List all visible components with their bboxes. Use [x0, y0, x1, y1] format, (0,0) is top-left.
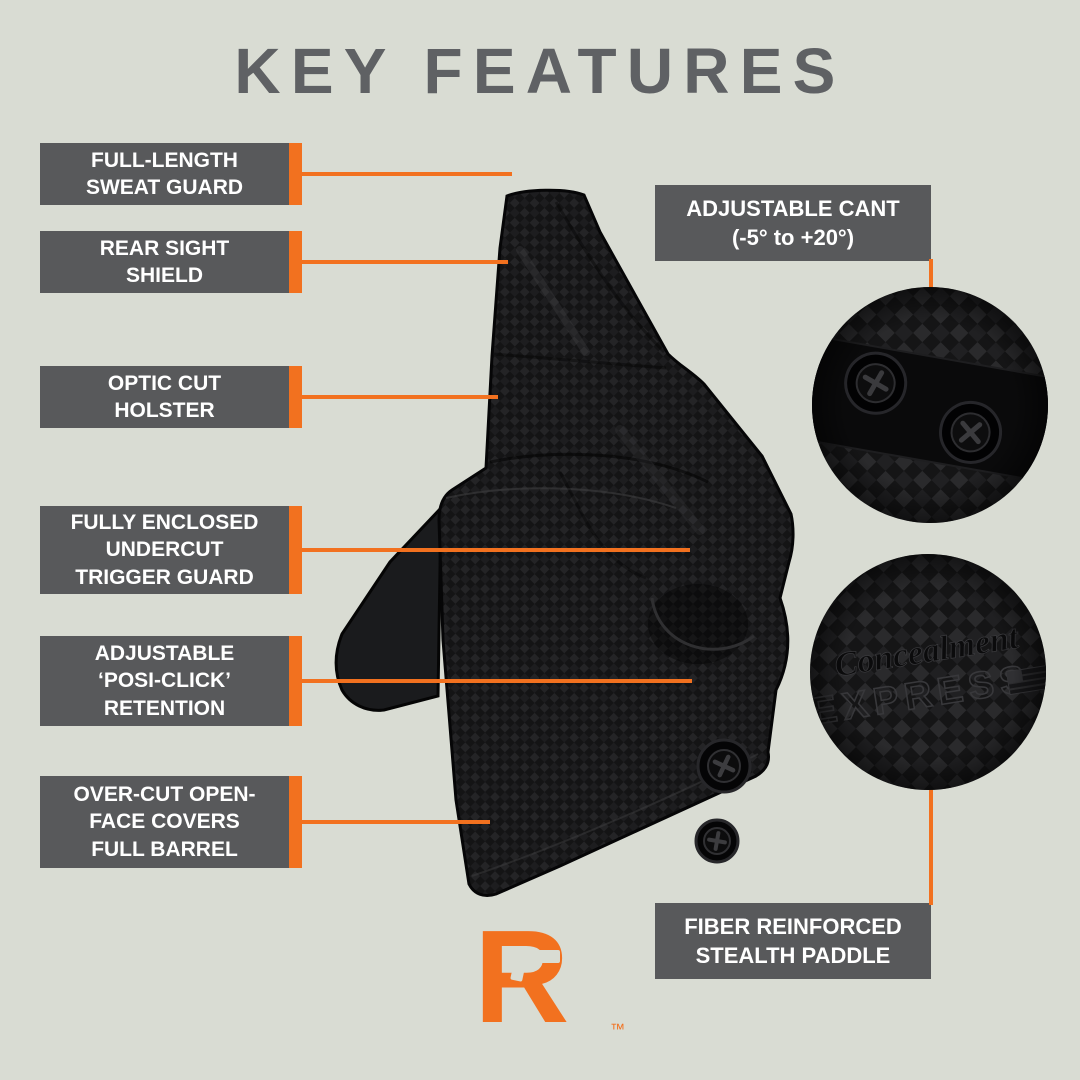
callout-line: ADJUSTABLE — [94, 642, 235, 666]
connector-over-cut — [302, 820, 490, 824]
callout-line: STEALTH PADDLE — [695, 943, 891, 968]
connector-rear-sight — [302, 260, 508, 264]
callout-rear-sight-shield: REAR SIGHT SHIELD — [40, 231, 302, 293]
brand-logo-pistol-cutout — [508, 950, 560, 963]
callout-optic-cut-holster: OPTIC CUT HOLSTER — [40, 366, 302, 428]
sweatguard-edge-line — [554, 201, 666, 354]
callout-line: OVER-CUT OPEN- — [73, 783, 256, 807]
brand-logo-pistol-grip-cutout — [510, 961, 526, 982]
callout-box: REAR SIGHT SHIELD — [40, 231, 302, 293]
callout-line: FACE COVERS — [89, 810, 240, 834]
connector-retention — [302, 679, 692, 683]
callout-line: FULL BARREL — [91, 837, 238, 861]
sheen-stroke-2 — [615, 425, 705, 535]
callout-full-length-sweat-guard: FULL-LENGTH SWEAT GUARD — [40, 143, 302, 205]
holster-claw — [334, 504, 443, 712]
retention-screw-upper — [696, 738, 752, 794]
callout-posi-click-retention: ADJUSTABLE ‘POSI-CLICK’ RETENTION — [40, 636, 302, 726]
callout-box: FIBER REINFORCED STEALTH PADDLE — [655, 903, 931, 979]
inset-cant-hardware-photo — [812, 287, 1048, 523]
inset-cant-svg — [812, 287, 1048, 523]
callout-box: FULLY ENCLOSED UNDERCUT TRIGGER GUARD — [40, 506, 302, 594]
callout-line: ADJUSTABLE CANT — [686, 195, 900, 221]
callout-line: REAR SIGHT — [99, 236, 230, 260]
inset-logo-svg: Concealment EXPRESS — [810, 554, 1046, 790]
connector-trigger-guard — [302, 548, 690, 552]
callout-line: FIBER REINFORCED — [684, 913, 902, 939]
callout-line: ‘POSI-CLICK’ — [97, 669, 231, 693]
sheen-stroke — [516, 246, 590, 356]
optic-cut-ledge — [493, 352, 667, 370]
callout-line: HOLSTER — [114, 399, 215, 422]
callout-line: UNDERCUT — [105, 538, 224, 562]
callout-box: OPTIC CUT HOLSTER — [40, 366, 302, 428]
callout-line: FULL-LENGTH — [91, 148, 238, 172]
callout-over-cut-open-face: OVER-CUT OPEN- FACE COVERS FULL BARREL — [40, 776, 302, 868]
callout-trigger-guard: FULLY ENCLOSED UNDERCUT TRIGGER GUARD — [40, 506, 302, 594]
callout-line: RETENTION — [103, 696, 226, 720]
connector-optic-cut — [302, 395, 498, 399]
connector-sweat-guard — [302, 172, 512, 176]
page-title: KEY FEATURES — [234, 35, 846, 107]
brand-logo: R ™ — [452, 903, 642, 1050]
callout-line: FULLY ENCLOSED — [70, 511, 259, 535]
body-highlight-line — [445, 487, 677, 509]
brand-logo-svg: R ™ — [474, 903, 625, 1050]
callout-line: SWEAT GUARD — [85, 176, 244, 199]
callout-line: OPTIC CUT — [107, 371, 222, 395]
brand-logo-tm: ™ — [610, 1021, 625, 1038]
callout-adjustable-cant: ADJUSTABLE CANT (-5° to +20°) — [655, 185, 931, 261]
callout-box: ADJUSTABLE CANT (-5° to +20°) — [655, 185, 931, 261]
connector-paddle-vertical — [929, 782, 933, 905]
callout-box: ADJUSTABLE ‘POSI-CLICK’ RETENTION — [40, 636, 302, 726]
trigger-ridge-line — [558, 471, 647, 580]
trigger-guard-edge — [650, 597, 755, 651]
body-mold-line — [489, 452, 709, 484]
trigger-guard-recess — [648, 584, 748, 664]
callout-line: SHIELD — [125, 264, 203, 287]
callout-box: FULL-LENGTH SWEAT GUARD — [40, 143, 302, 205]
callout-line: (-5° to +20°) — [731, 225, 855, 250]
holster-body — [437, 188, 795, 898]
callout-stealth-paddle: FIBER REINFORCED STEALTH PADDLE — [655, 903, 931, 979]
retention-screw-lower — [694, 818, 740, 864]
callout-line: TRIGGER GUARD — [75, 565, 254, 589]
callout-box: OVER-CUT OPEN- FACE COVERS FULL BARREL — [40, 776, 302, 868]
inset-embossed-logo-photo: Concealment EXPRESS — [810, 554, 1046, 790]
